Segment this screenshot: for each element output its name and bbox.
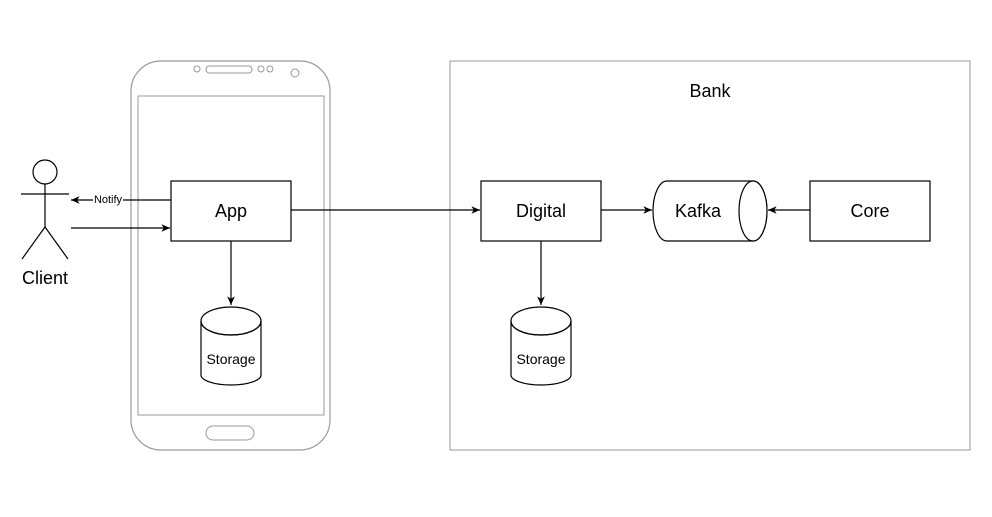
app-storage-icon <box>200 306 262 386</box>
app-label: App <box>215 201 247 221</box>
app-node <box>170 180 292 242</box>
phone-speaker <box>205 65 253 74</box>
bank-container <box>449 60 971 451</box>
client-label: Client <box>22 268 68 288</box>
kafka-queue-icon <box>652 180 768 242</box>
digital-node <box>480 180 602 242</box>
edges <box>71 196 810 305</box>
notify-label: Notify <box>94 194 123 206</box>
digital-storage-label: Storage <box>516 351 565 367</box>
phone-sensor-right-2 <box>266 65 274 73</box>
phone-camera <box>290 68 300 78</box>
phone-home-button <box>205 425 255 441</box>
notify-label-bg <box>93 192 123 206</box>
digital-storage-icon <box>510 306 572 386</box>
client-actor-icon <box>21 159 69 260</box>
core-label: Core <box>850 201 889 221</box>
app-storage-label: Storage <box>206 351 255 367</box>
phone-sensor-right-1 <box>257 65 265 73</box>
phone-sensor-left <box>193 65 201 73</box>
core-node <box>809 180 931 242</box>
bank-label: Bank <box>689 81 731 101</box>
digital-label: Digital <box>516 201 566 221</box>
kafka-label: Kafka <box>675 201 722 221</box>
